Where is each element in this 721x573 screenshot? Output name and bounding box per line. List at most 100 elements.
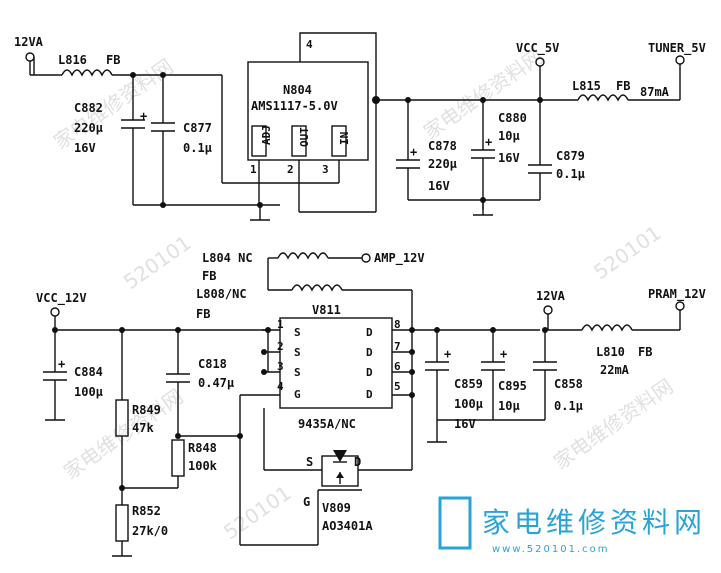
label-v809-g: G xyxy=(303,495,310,509)
label-c878-voltage: 16V xyxy=(428,179,450,193)
pin-adj-label: ADJ xyxy=(260,125,273,145)
label-l815-current: 87mA xyxy=(640,85,670,99)
label-v811: V811 xyxy=(312,303,341,317)
label-c880-value: 10μ xyxy=(498,129,520,143)
pin-2-label: 2 xyxy=(287,163,294,176)
watermark-text: 520101 xyxy=(119,231,195,294)
terminal-tuner5v xyxy=(675,55,685,65)
label-c877: C877 xyxy=(183,121,212,135)
label-c884: C884 xyxy=(74,365,103,379)
junction-dot xyxy=(409,349,415,355)
pin-number: 6 xyxy=(394,360,401,373)
label-r848-value: 100k xyxy=(188,459,218,473)
label-c858-value: 0.1μ xyxy=(554,399,583,413)
logo-url: www.520101.com xyxy=(492,544,610,555)
regulator-5v-section: 12VA L816 FB + C882 220μ 16V C877 0.1μ xyxy=(14,32,706,221)
junction-dot xyxy=(261,349,267,355)
pin-number: 4 xyxy=(277,380,284,393)
pin-d-label: D xyxy=(366,346,373,359)
pin-number: 8 xyxy=(394,318,401,331)
site-logo: 家电维修资料网 www.520101.com xyxy=(438,496,706,555)
switch-12v-section: L804 NC FB AMP_12V L808/NC FB VCC_12V + … xyxy=(36,251,706,557)
label-c859: C859 xyxy=(454,377,483,391)
label-12va-bottom: 12VA xyxy=(536,289,566,303)
junction-dot xyxy=(261,369,267,375)
label-c882-value: 220μ xyxy=(74,121,103,135)
label-c858: C858 xyxy=(554,377,583,391)
watermark-text: 家电维修资料网 xyxy=(49,54,177,154)
label-c879: C879 xyxy=(556,149,585,163)
label-n804: N804 xyxy=(283,83,312,97)
pin-in-label: IN xyxy=(338,132,351,145)
terminal-12va xyxy=(25,52,35,62)
terminal-12va-bottom xyxy=(543,305,553,315)
mosfet-v811 xyxy=(279,317,393,409)
label-c880-voltage: 16V xyxy=(498,151,520,165)
label-vcc5v: VCC_5V xyxy=(516,41,559,56)
label-pram12v: PRAM_12V xyxy=(648,287,706,302)
resistor-r852 xyxy=(115,504,129,542)
label-c877-value: 0.1μ xyxy=(183,141,212,155)
wire-pin4 xyxy=(299,32,377,100)
label-c878: C878 xyxy=(428,139,457,153)
label-l804-fb: FB xyxy=(202,269,216,283)
label-v811-part: 9435A/NC xyxy=(298,417,356,431)
label-r852: R852 xyxy=(132,504,161,518)
label-l815: L815 xyxy=(572,79,601,93)
pin-d-label: D xyxy=(366,366,373,379)
pin-number: 3 xyxy=(277,360,284,373)
pin-adj xyxy=(251,125,267,157)
label-c818: C818 xyxy=(198,357,227,371)
label-r849-value: 47k xyxy=(132,421,154,435)
label-c880: C880 xyxy=(498,111,527,125)
inductor-l815 xyxy=(577,94,629,102)
label-c859-voltage: 16V xyxy=(454,417,476,431)
label-c882-voltage: 16V xyxy=(74,141,96,155)
label-vcc12v: VCC_12V xyxy=(36,291,87,306)
pin-d-label: D xyxy=(366,326,373,339)
pin-number: 2 xyxy=(277,340,284,353)
pin-1-label: 1 xyxy=(250,163,257,176)
junction-dot xyxy=(409,392,415,398)
pin-in xyxy=(331,125,347,157)
diode-symbol xyxy=(333,450,347,462)
label-12va: 12VA xyxy=(14,35,44,49)
inductor-l808 xyxy=(291,284,343,292)
label-r848: R848 xyxy=(188,441,217,455)
pin-d-label: D xyxy=(366,388,373,401)
pin-out-label: OUT xyxy=(298,127,311,147)
label-l804: L804 NC xyxy=(202,251,253,265)
terminal-amp12v xyxy=(361,253,371,263)
label-c879-value: 0.1μ xyxy=(556,167,585,181)
label-n804-part: AMS1117-5.0V xyxy=(251,99,338,113)
logo-text: 家电维修资料网 xyxy=(482,506,706,539)
label-r852-value: 27k/0 xyxy=(132,524,168,538)
label-amp12v: AMP_12V xyxy=(374,251,425,266)
label-c895: C895 xyxy=(498,379,527,393)
label-l810-fb: FB xyxy=(638,345,652,359)
label-c859-value: 100μ xyxy=(454,397,483,411)
pin-4-label: 4 xyxy=(306,38,313,51)
label-c878-value: 220μ xyxy=(428,157,457,171)
terminal-pram12v xyxy=(675,301,685,311)
inductor-l816 xyxy=(61,69,113,77)
junction-dot xyxy=(409,369,415,375)
watermark-text: 520101 xyxy=(219,481,295,544)
terminal-vcc12v xyxy=(50,307,60,317)
label-r849: R849 xyxy=(132,403,161,417)
label-l815-fb: FB xyxy=(616,79,630,93)
plus-sign: + xyxy=(410,145,417,159)
junction-dot xyxy=(409,327,415,333)
junction-dot xyxy=(160,202,166,208)
pin-s-label: S xyxy=(294,366,301,379)
pin-s-label: S xyxy=(294,346,301,359)
resistor-r848 xyxy=(171,439,185,477)
label-l808: L808/NC xyxy=(196,287,247,301)
plus-sign: + xyxy=(140,109,147,123)
pin-g-label: G xyxy=(294,388,301,401)
label-l816: L816 xyxy=(58,53,87,67)
pin-s-label: S xyxy=(294,326,301,339)
pin-out xyxy=(291,125,307,157)
pin-3-label: 3 xyxy=(322,163,329,176)
